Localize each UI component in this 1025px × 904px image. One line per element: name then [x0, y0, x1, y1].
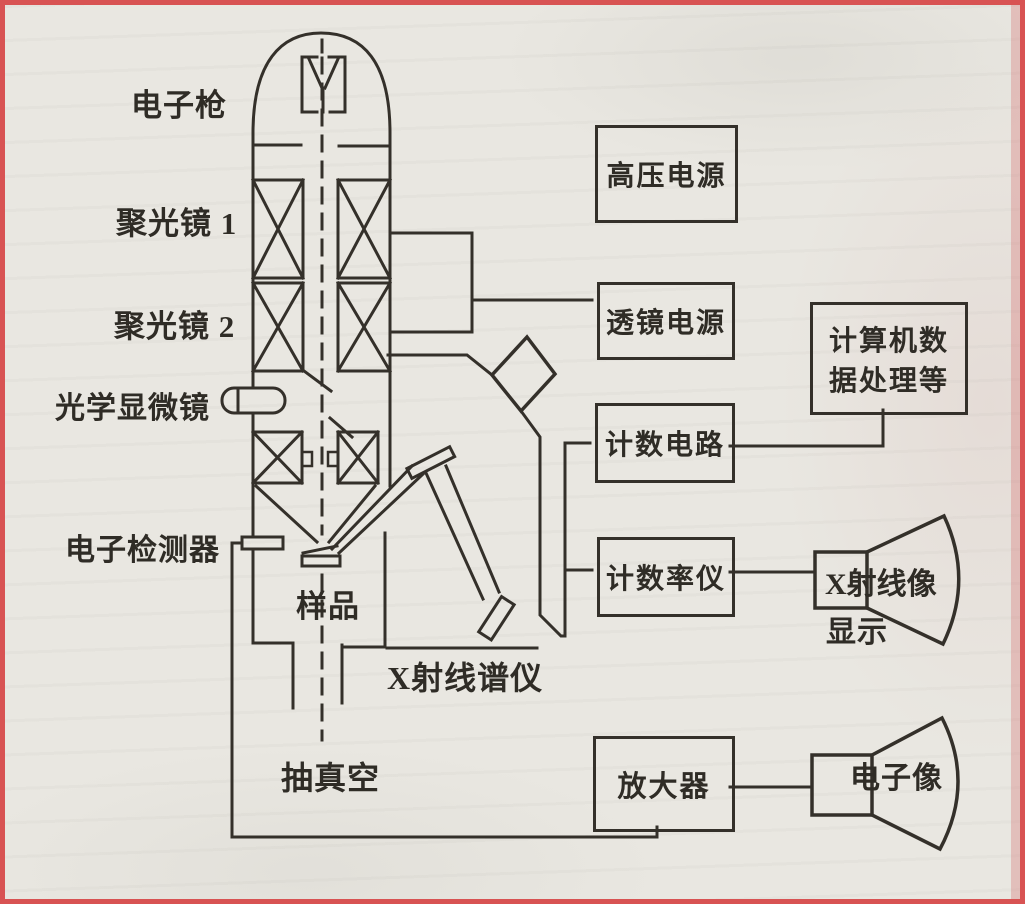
objective-lens-drawing: [250, 429, 381, 545]
scan-edge-tint: [1011, 5, 1020, 899]
xray-image-display-caption: 显示: [826, 616, 888, 649]
computer-box: 计算机数 据处理等: [810, 302, 968, 415]
electron-detector-drawing: [230, 535, 659, 839]
electron-gun-drawing: [300, 38, 347, 114]
hv-supply-box: 高压电源: [595, 125, 738, 223]
electron-image-crt-shape: [810, 715, 960, 852]
vacuum-label: 抽真空: [281, 760, 381, 796]
lens-supply-box: 透镜电源: [597, 282, 735, 360]
condenser-lens-1-drawing: [250, 177, 393, 281]
lens-supply-box-label: 透镜电源: [605, 308, 726, 339]
schematic-line-art: [220, 31, 961, 852]
counting-circuit-box-label: 计数电路: [604, 430, 725, 461]
vacuum-chamber-drawing: [251, 641, 539, 710]
anode-plate-drawing: [254, 143, 390, 148]
computer-box-label-line2: 据处理等: [828, 365, 949, 397]
detector-signal-lines: [518, 408, 594, 638]
count-rate-meter-box: 计数率仪: [597, 537, 735, 617]
optical-microscope-label: 光学显微镜: [55, 392, 210, 425]
lens-supply-port-box: [388, 231, 594, 334]
xray-spectrometer-drawing: [329, 334, 558, 643]
electron-image-display-label: 电子像: [850, 762, 943, 795]
counting-circuit-box: 计数电路: [595, 403, 735, 483]
xray-image-crt-shape: [813, 513, 961, 647]
xray-image-display-label: X射线像: [825, 568, 937, 601]
condenser-lens-1-label: 聚光镜 1: [116, 206, 238, 241]
sample-label: 样品: [296, 589, 360, 624]
electron-detector-label: 电子检测器: [65, 534, 220, 567]
condenser-lens-2-label: 聚光镜 2: [114, 309, 236, 344]
sample-drawing: [300, 544, 342, 568]
hv-supply-box-label: 高压电源: [606, 161, 727, 192]
connector-counting-to-computer: [728, 408, 885, 448]
amplifier-box: 放大器: [593, 736, 735, 832]
computer-box-label-line1: 计算机数: [828, 325, 949, 357]
optical-microscope-drawing: [220, 386, 287, 415]
electron-gun-label: 电子枪: [131, 88, 227, 123]
amplifier-box-label: 放大器: [617, 771, 711, 803]
deflection-coils-drawing: [301, 368, 355, 440]
count-rate-meter-box-label: 计数率仪: [605, 564, 726, 595]
xray-spectrometer-label: X射线谱仪: [387, 660, 544, 696]
